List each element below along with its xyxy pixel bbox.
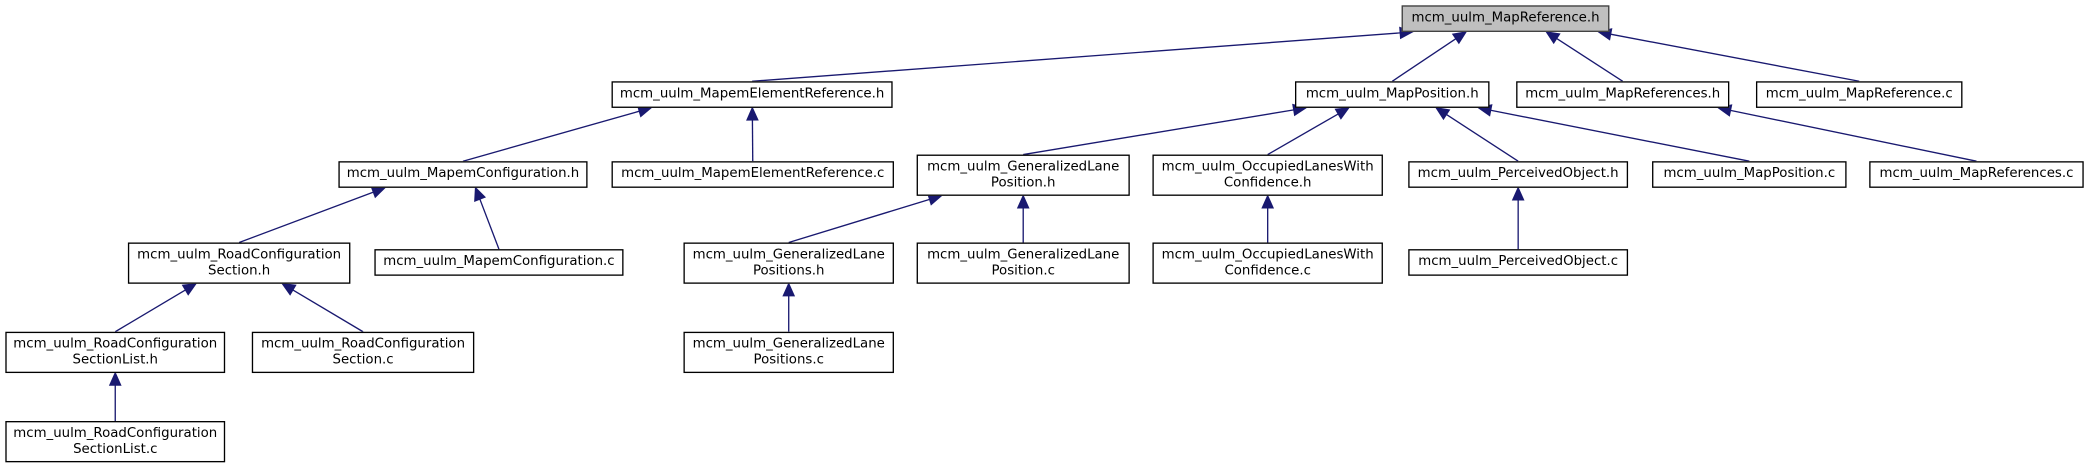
graph-node-mappos-c[interactable]: mcm_uulm_MapPosition.c: [1652, 161, 1847, 188]
graph-node-label: Section.h: [208, 263, 271, 278]
edge-genlane_h-to-mappos_h: [1023, 109, 1294, 156]
graph-node-label: Section.c: [332, 352, 394, 368]
edge-perc_h-to-mappos_h: [1446, 113, 1519, 162]
graph-node-label: mcm_uulm_RoadConfiguration: [137, 247, 342, 262]
edge-roadconf_h-to-mapem_conf_h: [238, 191, 374, 244]
edge-occ_h-to-mappos_h: [1267, 113, 1339, 156]
graph-node-label: Positions.h: [752, 263, 825, 278]
edge-roadconf_c-to-roadconf_h: [292, 289, 364, 333]
edge-arrowhead: [370, 186, 387, 199]
graph-node-label: mcm_uulm_MapReference.c: [1765, 86, 1953, 102]
graph-node-mapem-conf-c[interactable]: mcm_uulm_MapemConfiguration.c: [374, 249, 624, 276]
graph-node-mapem-elem-h[interactable]: mcm_uulm_MapemElementReference.h: [611, 81, 893, 108]
graph-node-root[interactable]: mcm_uulm_MapReference.h: [1401, 5, 1610, 32]
graph-node-mapem-conf-h[interactable]: mcm_uulm_MapemConfiguration.h: [338, 161, 588, 188]
edge-mapem_conf_h-to-mapem_elem_h: [462, 110, 640, 162]
edge-arrowhead: [1451, 31, 1468, 45]
graph-node-label: mcm_uulm_GeneralizedLane: [927, 247, 1120, 262]
graph-node-mapem-elem-c[interactable]: mcm_uulm_MapemElementReference.c: [611, 161, 894, 188]
edge-genlanes_h-to-genlane_h: [788, 198, 930, 244]
graph-node-label: mcm_uulm_MapReferences.c: [1879, 166, 2074, 182]
edge-mappos_h-to-root: [1391, 38, 1457, 82]
edge-arrowhead: [1545, 31, 1561, 45]
edge-arrowhead: [782, 282, 796, 297]
graph-node-label: mcm_uulm_MapPosition.c: [1663, 166, 1836, 182]
graph-node-label: mcm_uulm_GeneralizedLane: [927, 159, 1120, 174]
graph-node-perc-c[interactable]: mcm_uulm_PerceivedObject.c: [1408, 249, 1629, 276]
edge-arrowhead: [1434, 107, 1451, 121]
graph-node-label: mcm_uulm_MapemElementReference.c: [621, 166, 885, 182]
graph-node-label: mcm_uulm_OccupiedLanesWith: [1161, 247, 1374, 262]
graph-node-label: mcm_uulm_RoadConfiguration: [261, 336, 466, 352]
graph-node-label: mcm_uulm_PerceivedObject.c: [1418, 254, 1619, 270]
edge-maprefs_h-to-root: [1556, 37, 1624, 82]
graph-node-mappos-h[interactable]: mcm_uulm_MapPosition.h: [1294, 81, 1490, 108]
graph-node-label: Position.h: [990, 175, 1056, 190]
graph-node-maprefs-c[interactable]: mcm_uulm_MapReferences.c: [1869, 161, 2084, 188]
edge-mappos_c-to-mappos_h: [1490, 109, 1750, 162]
edge-arrowhead: [1016, 194, 1030, 209]
graph-node-maprefs-h[interactable]: mcm_uulm_MapReferences.h: [1516, 81, 1730, 108]
graph-node-label: mcm_uulm_MapReferences.h: [1525, 86, 1721, 102]
graph-node-mapref-c[interactable]: mcm_uulm_MapReference.c: [1755, 81, 1963, 108]
edge-arrowhead: [1334, 107, 1351, 120]
edge-arrowhead: [746, 106, 759, 121]
graph-node-label: Confidence.h: [1223, 175, 1312, 190]
graph-node-label: mcm_uulm_RoadConfiguration: [13, 336, 218, 352]
edge-mapref_c-to-root: [1610, 33, 1860, 82]
graph-node-label: mcm_uulm_RoadConfiguration: [13, 425, 218, 441]
edge-arrowhead: [108, 371, 122, 386]
graph-node-label: mcm_uulm_OccupiedLanesWith: [1161, 159, 1374, 174]
edge-arrowhead: [1261, 194, 1275, 209]
graph-node-label: mcm_uulm_MapPosition.h: [1305, 86, 1479, 102]
graph-node-label: mcm_uulm_MapemConfiguration.h: [346, 166, 580, 182]
edge-arrowhead: [474, 186, 487, 202]
edge-maprefs_c-to-maprefs_h: [1730, 109, 1977, 162]
graph-node-label: Positions.c: [753, 352, 824, 368]
graph-node-label: SectionList.c: [73, 441, 158, 457]
graph-node-label: Confidence.c: [1224, 263, 1311, 278]
edge-mapem_elem_h-to-root: [752, 32, 1401, 82]
edge-mapem_conf_c-to-mapem_conf_h: [479, 198, 500, 250]
edge-arrowhead: [181, 282, 198, 296]
edge-arrowhead: [1511, 186, 1525, 201]
graph-node-perc-h[interactable]: mcm_uulm_PerceivedObject.h: [1408, 161, 1629, 188]
graph-node-label: SectionList.h: [72, 352, 158, 368]
graph-node-label: mcm_uulm_PerceivedObject.h: [1417, 166, 1619, 182]
graph-node-label: mcm_uulm_GeneralizedLane: [692, 336, 885, 352]
edge-roadlist_h-to-roadconf_h: [114, 289, 186, 333]
graph-node-label: mcm_uulm_MapemElementReference.h: [619, 86, 885, 102]
graph-node-label: Position.c: [991, 263, 1055, 278]
graph-node-label: mcm_uulm_GeneralizedLane: [692, 247, 885, 262]
graph-node-label: mcm_uulm_MapemConfiguration.c: [383, 254, 615, 270]
edge-arrowhead: [281, 282, 297, 296]
graph-node-label: mcm_uulm_MapReference.h: [1411, 10, 1600, 26]
